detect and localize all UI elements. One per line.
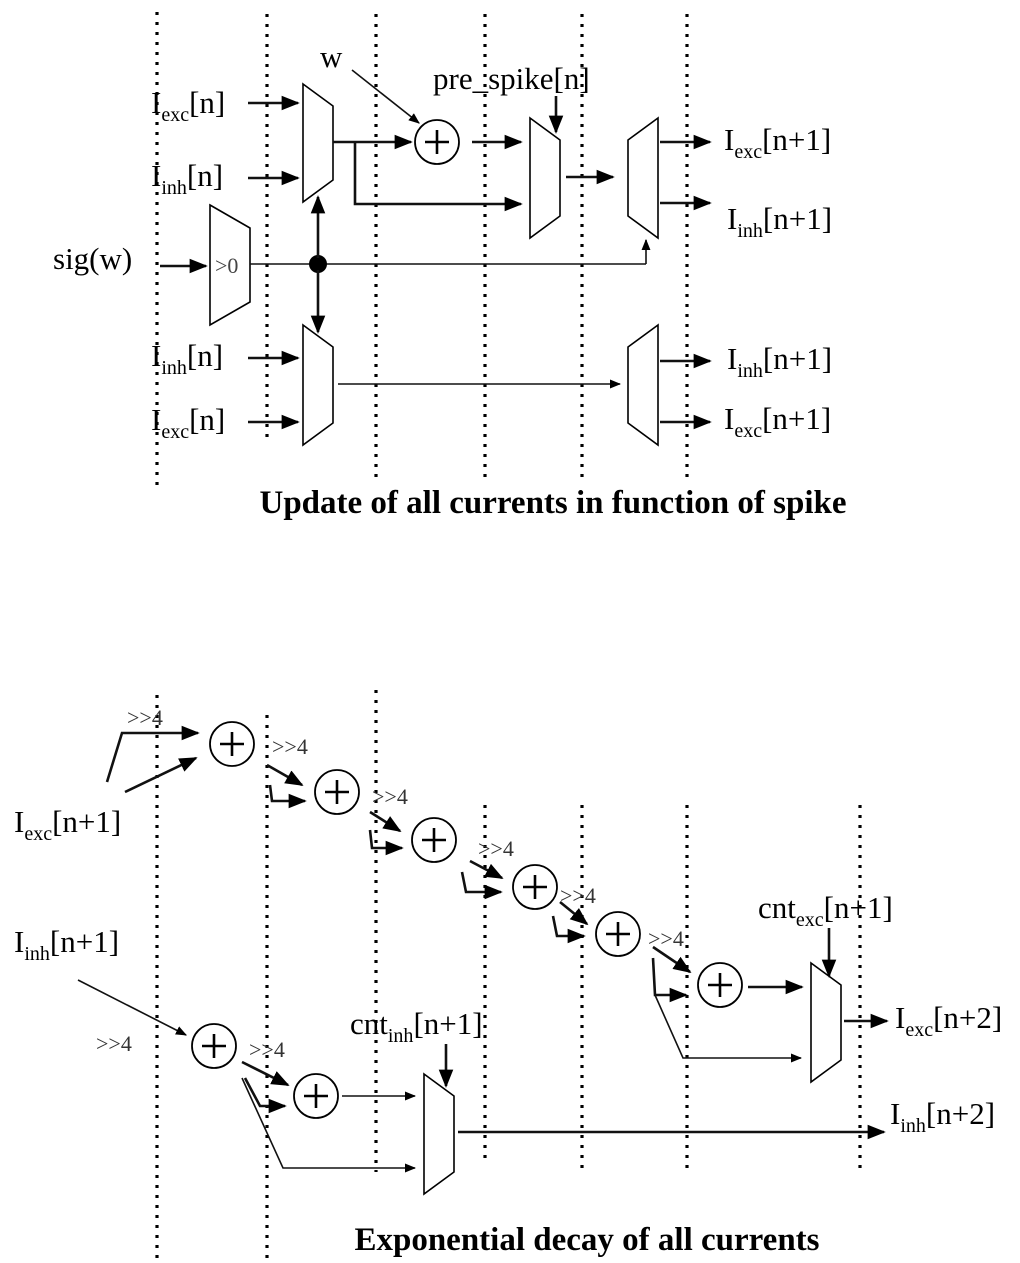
- top-wires: [160, 69, 712, 430]
- label-i-exc-n1-out: Iexc[n+1]: [724, 122, 831, 163]
- junction-dot: [309, 255, 327, 273]
- demux-output-top: [627, 116, 659, 240]
- wire: [124, 756, 198, 794]
- wire: [654, 994, 803, 1063]
- wire: [268, 784, 307, 809]
- wire: [651, 957, 688, 1003]
- caption-update-currents: Update of all currents in function of sp…: [259, 485, 846, 521]
- label-i-inh-n: Iinh[n]: [151, 158, 223, 199]
- top-panel: Iexc[n] Iinh[n] sig(w) >0 w pre_spike[n]…: [53, 12, 847, 521]
- shift-label: >>4: [648, 926, 684, 951]
- adder-inh-1: [191, 1023, 237, 1069]
- adder-exc-2: [314, 769, 360, 815]
- wire: [77, 979, 187, 1036]
- wire: [266, 763, 304, 787]
- wire: [652, 945, 692, 974]
- label-i-inh-n-lower: Iinh[n]: [151, 338, 223, 379]
- wire: [460, 871, 503, 900]
- adder-exc-1: [209, 721, 255, 767]
- label-i-inh-n1-in: Iinh[n+1]: [14, 924, 119, 965]
- adder-exc-5: [595, 911, 641, 957]
- label-compare: >0: [215, 253, 238, 278]
- wire: [353, 142, 523, 212]
- wire: [469, 859, 504, 880]
- shift-label: >>4: [478, 836, 514, 861]
- shift-label: >>4: [127, 705, 163, 730]
- wire: [559, 900, 589, 926]
- wire: [105, 725, 200, 783]
- mux-exc-decay: [810, 961, 842, 1084]
- label-i-exc-n1-lower: Iexc[n+1]: [724, 401, 831, 442]
- label-i-exc-n2: Iexc[n+2]: [895, 1000, 1002, 1041]
- label-cnt-inh: cntinh[n+1]: [350, 1006, 483, 1047]
- shift-label: >>4: [372, 784, 408, 809]
- wire: [243, 1077, 287, 1114]
- top-stage-dividers: [155, 12, 689, 492]
- label-i-inh-n1-out: Iinh[n+1]: [727, 201, 832, 242]
- caption-exponential-decay: Exponential decay of all currents: [354, 1222, 819, 1258]
- label-sig-w: sig(w): [53, 241, 132, 276]
- adder-inh-2: [293, 1073, 339, 1119]
- shift-label: >>4: [272, 734, 308, 759]
- label-pre-spike: pre_spike[n]: [433, 61, 590, 96]
- label-i-exc-n-lower: Iexc[n]: [151, 402, 225, 443]
- bottom-panel: >>4 >>4 >>4 >>4 >>4 >>4 >>4 >>4 Iexc[n+1…: [14, 690, 1002, 1262]
- demux-output-bottom: [627, 323, 659, 447]
- wire: [369, 810, 402, 833]
- wire: [551, 915, 586, 944]
- shift-label: >>4: [96, 1031, 132, 1056]
- label-w: w: [320, 39, 343, 74]
- wire: [368, 829, 404, 856]
- comparator-gt-zero: [209, 203, 251, 327]
- label-i-inh-n1-lower: Iinh[n+1]: [727, 341, 832, 382]
- label-cnt-exc: cntexc[n+1]: [758, 890, 893, 931]
- bottom-wires: [77, 725, 889, 1173]
- label-i-inh-n2: Iinh[n+2]: [890, 1096, 995, 1137]
- wire: [241, 1077, 417, 1173]
- wire: [241, 1060, 290, 1087]
- bottom-stage-dividers: [155, 690, 862, 1262]
- mux-inh-decay: [423, 1072, 455, 1196]
- label-i-exc-n1-in: Iexc[n+1]: [14, 804, 121, 845]
- shift-label: >>4: [560, 883, 596, 908]
- adder-exc-4: [512, 864, 558, 910]
- mux-spike-select: [529, 116, 561, 240]
- mux-bottom-select: [302, 323, 334, 447]
- adder-weight: [414, 119, 460, 165]
- mux-top-select: [302, 82, 334, 204]
- adder-exc-3: [411, 817, 457, 863]
- adder-exc-6: [697, 962, 743, 1008]
- wire: [351, 69, 420, 124]
- shift-label: >>4: [249, 1037, 285, 1062]
- label-i-exc-n: Iexc[n]: [151, 85, 225, 126]
